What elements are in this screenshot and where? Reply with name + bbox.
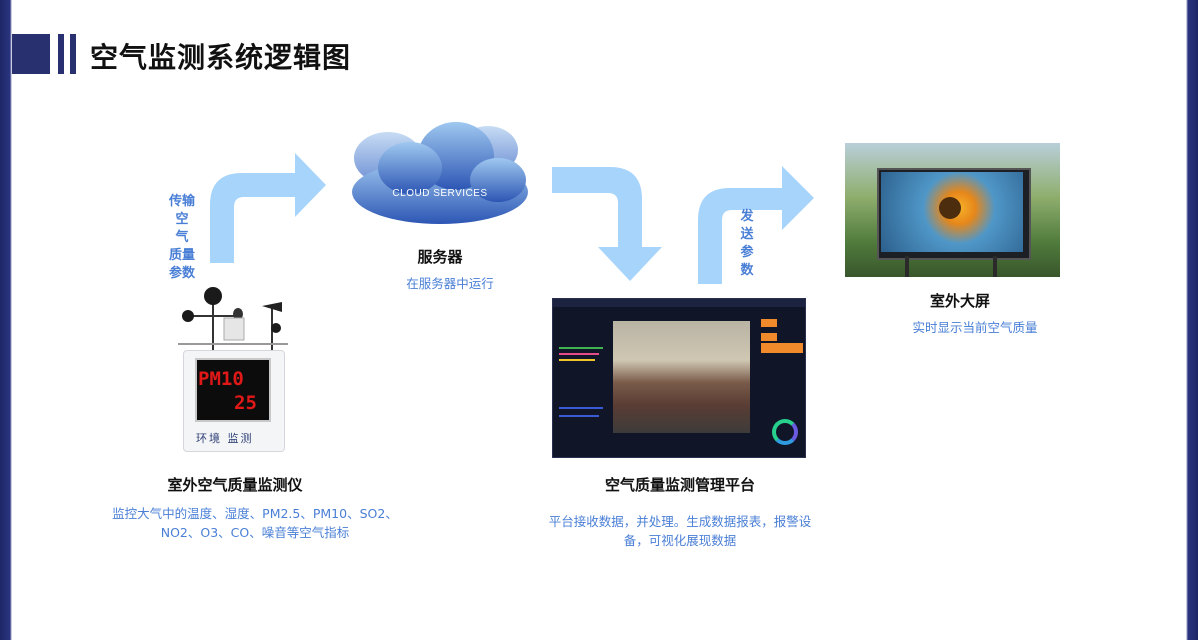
weather-sensor-icon [178,287,288,350]
cloud-icon: CLOUD SERVICES [352,122,528,224]
label-transmit-params-col: 传输 空 气 质量 参数 [168,194,196,281]
device-title: 室外空气质量监测仪 [167,476,303,494]
arrow-server-to-platform [552,167,662,281]
device-brand: 环境 监测 [196,432,254,445]
platform-title: 空气质量监测管理平台 [604,476,755,494]
arrow-device-to-server [210,153,326,263]
platform-desc: 平台接收数据，并处理。生成数据报表，报警设 备，可视化展现数据 [548,514,812,548]
header-decor-band [12,34,50,74]
device-screen [195,358,271,422]
cloud-label: CLOUD SERVICES [392,188,487,199]
page-title: 空气监测系统逻辑图 [90,41,352,74]
outdoor-title: 室外大屏 [929,292,990,310]
header-decor-bar [70,34,76,74]
device-desc: 监控大气中的温度、湿度、PM2.5、PM10、SO2、 NO2、O3、CO、噪音… [112,506,398,540]
server-desc: 在服务器中运行 [406,276,494,291]
air-monitor-device: PM10 25 环境 监测 [168,284,298,454]
server-title: 服务器 [417,248,463,266]
outdoor-screen-photo [845,143,1060,277]
device-screen-text: PM10 [198,368,244,390]
header-decor-bar [58,34,64,74]
label-send-params: 发 送 参 数 [740,209,754,278]
outdoor-desc: 实时显示当前空气质量 [912,320,1038,335]
platform-screenshot [552,298,806,458]
arrow-platform-to-outdoor [698,166,814,284]
device-screen-value: 25 [234,392,257,414]
